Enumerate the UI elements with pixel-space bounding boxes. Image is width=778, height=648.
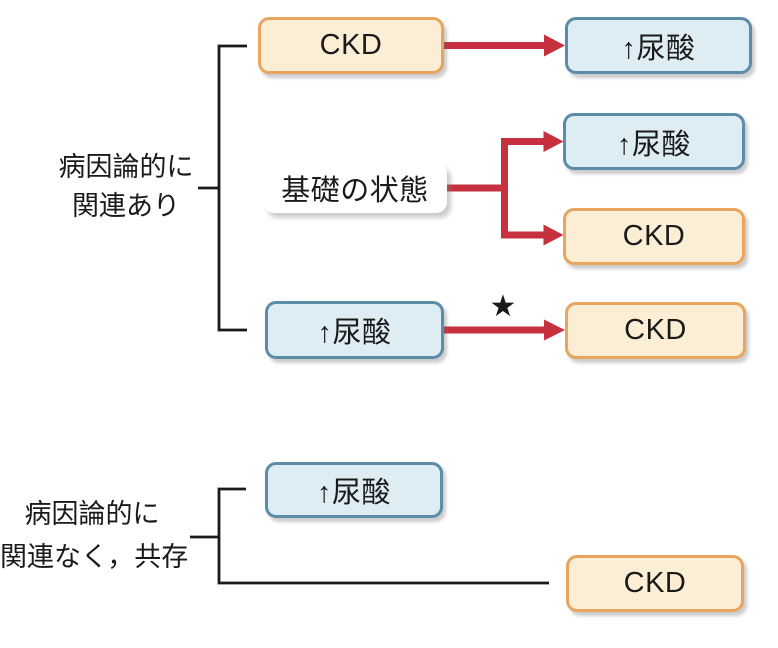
node-ckd-coexist: CKD	[566, 555, 744, 612]
node-base-state: 基礎の状態	[263, 162, 447, 213]
node-ckd-low: CKD	[565, 302, 746, 359]
node-uric-coexist: ↑尿酸	[265, 462, 443, 518]
branch-base-state	[447, 131, 564, 246]
related-label-line2: 関連あり	[72, 191, 180, 221]
coexist-section-label: 病因論的に 関連なく，共存	[0, 493, 189, 579]
star-icon: ★	[489, 290, 517, 323]
node-uric-effect: ↑尿酸	[565, 17, 752, 74]
coexist-label-line2: 関連なく，共存	[0, 542, 189, 572]
related-section-label: 病因論的に 関連あり	[28, 148, 224, 226]
arrow-ckd-to-uric	[443, 34, 565, 57]
node-ckd-cause: CKD	[258, 17, 444, 74]
node-ckd-mid: CKD	[563, 208, 745, 265]
node-uric-mid: ↑尿酸	[563, 113, 745, 170]
arrow-uric-to-ckd	[443, 319, 565, 341]
related-label-line1: 病因論的に	[58, 152, 194, 182]
node-uric-low: ↑尿酸	[265, 301, 444, 359]
coexist-label-line1: 病因論的に	[24, 499, 160, 529]
